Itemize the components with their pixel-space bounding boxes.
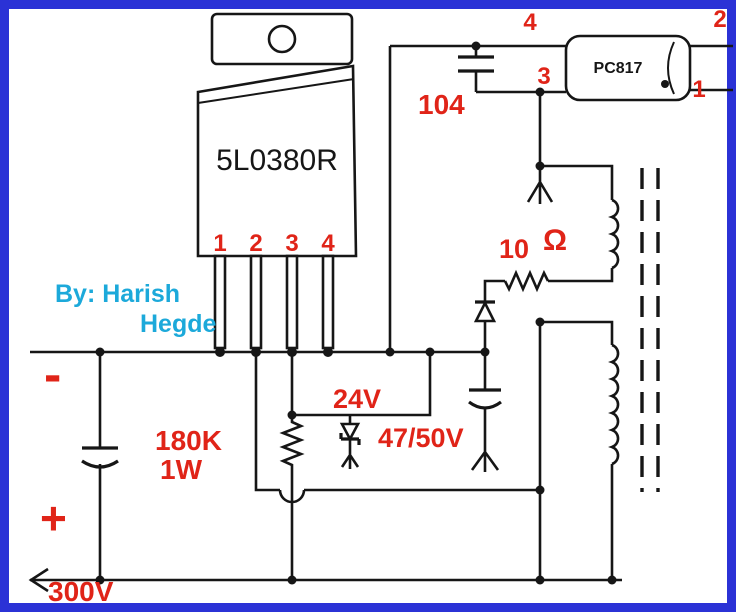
rectifier-diode — [473, 300, 497, 323]
pc817-end-curve — [667, 41, 675, 95]
capacitor-104-plates — [458, 55, 494, 73]
junction-dots — [95, 41, 617, 585]
junction-dot — [251, 347, 261, 357]
wire-24v-feedback-line — [292, 352, 432, 417]
junction-dot — [607, 575, 617, 585]
capacitor-104 — [458, 46, 494, 92]
ic-pin-label-4: 4 — [321, 230, 335, 257]
junction-dot — [535, 317, 545, 327]
junction-dot — [535, 87, 545, 97]
pc817-part-number: PC817 — [594, 60, 643, 77]
pc817-optocoupler: PC817 4 3 2 1 — [523, 6, 726, 103]
to220-body — [196, 64, 358, 258]
diode-triangle — [473, 300, 497, 323]
pc817-pin1-marker — [661, 80, 669, 88]
label-104: 104 — [418, 89, 465, 120]
junction-dot — [480, 347, 490, 357]
pc817-body — [564, 34, 692, 102]
wire-upper-winding-bottom — [548, 268, 614, 283]
label-300v: 300V — [48, 576, 114, 607]
ic-part-number: 5L0380R — [216, 144, 338, 177]
ic-pin-2 — [249, 254, 263, 350]
capacitor-47uf — [468, 352, 502, 472]
label-ohm: Ω — [543, 224, 567, 257]
ic-pin-label-2: 2 — [249, 230, 262, 257]
opto-pin-label-4: 4 — [523, 9, 537, 36]
zener-diode-24v — [339, 415, 361, 469]
junction-dot — [535, 485, 545, 495]
junction-dot — [535, 575, 545, 585]
ic-pin-label-3: 3 — [285, 230, 298, 257]
labels: 104 By: Harish Hegde - + 180K 1W 24V 47/… — [40, 89, 567, 607]
ic-pin-1 — [213, 254, 227, 350]
wires — [28, 44, 733, 593]
label-47-50v: 47/50V — [378, 423, 464, 453]
author-credit-line2: Hegde — [140, 310, 217, 338]
ic-pin-label-1: 1 — [213, 230, 226, 257]
opto-pin-label-2: 2 — [713, 6, 726, 33]
author-credit-line1: By: Harish — [55, 280, 180, 308]
to220-mounting-hole — [267, 24, 297, 54]
ic-pin-4 — [321, 254, 335, 350]
opto-pin-label-1: 1 — [692, 76, 705, 103]
opto-pin-label-3: 3 — [537, 63, 550, 90]
wire-lower-winding-top — [540, 320, 614, 345]
wire-upper-winding-top — [540, 164, 614, 200]
zener-triangle — [339, 422, 361, 442]
to220-bevel-line — [197, 78, 355, 104]
main-capacitor-plate-bottom — [81, 459, 119, 469]
wire-pin2-drop — [254, 352, 280, 492]
resistor-10ohm — [503, 269, 550, 293]
label-1w: 1W — [160, 454, 203, 485]
junction-dot — [215, 347, 225, 357]
to220-package: 5L0380R 1 2 3 4 — [196, 12, 358, 350]
junction-dot — [95, 347, 105, 357]
ground-symbol-opto — [526, 166, 554, 204]
resistor-180k — [279, 352, 305, 580]
label-10: 10 — [499, 234, 529, 264]
label-minus: - — [44, 346, 61, 404]
ecap-plate-bottom — [468, 400, 502, 410]
junction-dot — [95, 575, 105, 585]
ground-symbol-ecap — [470, 444, 500, 472]
label-180k: 180K — [155, 425, 222, 456]
upper-winding-coil — [608, 198, 620, 270]
wire-to-rectifier-diode — [483, 279, 505, 302]
junction-dot — [385, 347, 395, 357]
junction-dot — [535, 161, 545, 171]
lower-winding-coil — [608, 343, 620, 466]
components — [81, 46, 660, 580]
junction-dot — [287, 410, 297, 420]
junction-dot — [425, 347, 435, 357]
junction-dot — [287, 347, 297, 357]
junction-dot — [287, 575, 297, 585]
label-plus: + — [40, 492, 67, 544]
junction-dot — [323, 347, 333, 357]
ground-symbol-zener — [340, 439, 360, 469]
ic-pin-3 — [285, 254, 299, 350]
label-24v: 24V — [333, 384, 381, 414]
junction-dot — [471, 41, 481, 51]
capacitor-main-filter — [81, 352, 119, 580]
rail-arrowhead — [28, 567, 49, 593]
